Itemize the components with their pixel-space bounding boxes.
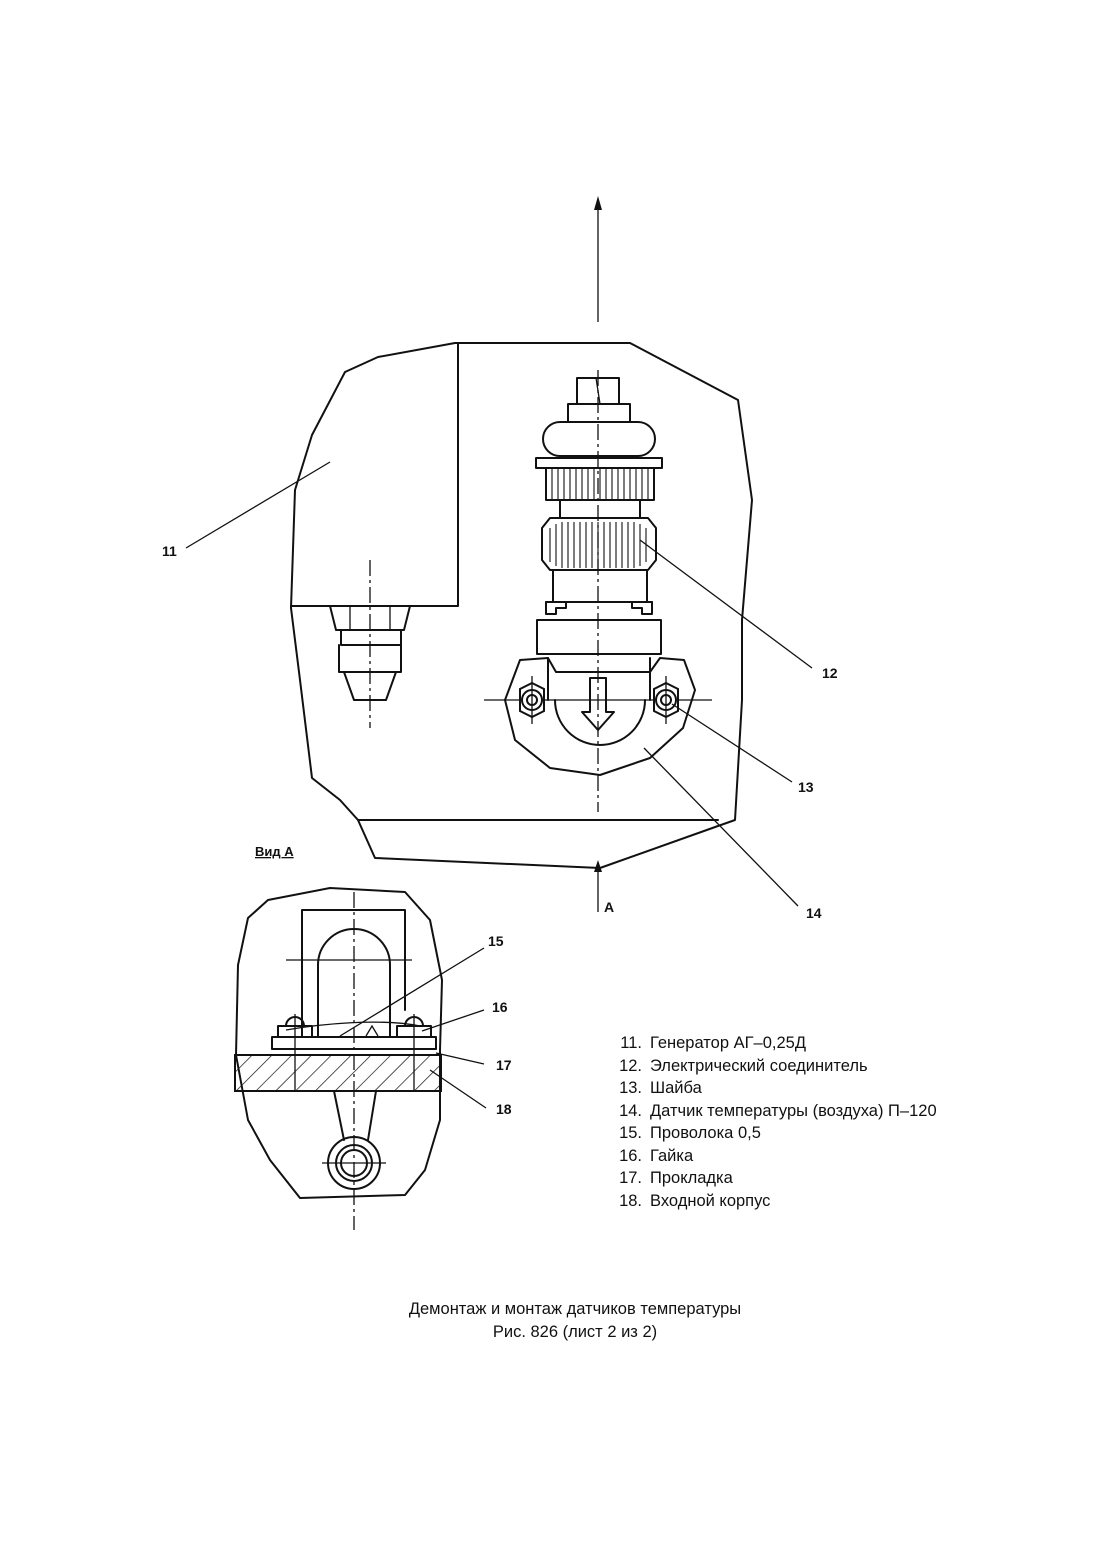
view-label: Вид А: [255, 844, 294, 859]
caption-figure-number: Рис. 826 (лист 2 из 2): [492, 1323, 658, 1341]
legend-item: 16.Гайка: [619, 1146, 694, 1165]
generator-body: [290, 342, 459, 607]
callout-15: 15: [488, 933, 504, 949]
generator-fitting: [329, 560, 411, 728]
parts-legend: 11.Генератор АГ–0,25Д 12.Электрический с…: [604, 1032, 937, 1212]
legend-item: 13.Шайба: [619, 1079, 702, 1097]
view-a-detail: Вид А: [234, 844, 512, 1230]
housing-outline: [290, 342, 753, 869]
legend-item: 11.Генератор АГ–0,25Д: [620, 1034, 807, 1052]
washer-right: [653, 676, 679, 724]
legend-item: 15.Проволока 0,5: [619, 1124, 761, 1142]
legend-item: 17.Прокладка: [619, 1169, 733, 1187]
main-view: А 11 12 13 14: [162, 196, 838, 921]
electrical-connector: [535, 377, 663, 655]
callout-18: 18: [496, 1101, 512, 1117]
washer-left: [519, 676, 545, 724]
callout-16: 16: [492, 999, 508, 1015]
callout-11: 11: [162, 543, 177, 559]
eye-lug: [322, 1136, 386, 1190]
legend-item: 14.Датчик температуры (воздуха) П–120: [619, 1101, 937, 1120]
caption-title: Демонтаж и монтаж датчиков температуры: [408, 1300, 742, 1318]
callout-12: 12: [822, 665, 838, 681]
legend-item: 18.Входной корпус: [619, 1191, 771, 1210]
legend-item: 12.Электрический соединитель: [619, 1056, 868, 1075]
view-arrow-a: А: [594, 860, 614, 915]
temperature-sensor: [484, 370, 712, 812]
callout-14: 14: [806, 905, 822, 921]
nut-right: [396, 1014, 432, 1090]
figure-caption: Демонтаж и монтаж датчиков температуры Р…: [300, 1298, 850, 1344]
callout-13: 13: [798, 779, 814, 795]
housing-section: [234, 1054, 442, 1092]
callout-17: 17: [496, 1057, 512, 1073]
nut-left: [277, 1014, 313, 1090]
detail-outline: [235, 887, 443, 1199]
arrow-label: А: [604, 899, 614, 915]
